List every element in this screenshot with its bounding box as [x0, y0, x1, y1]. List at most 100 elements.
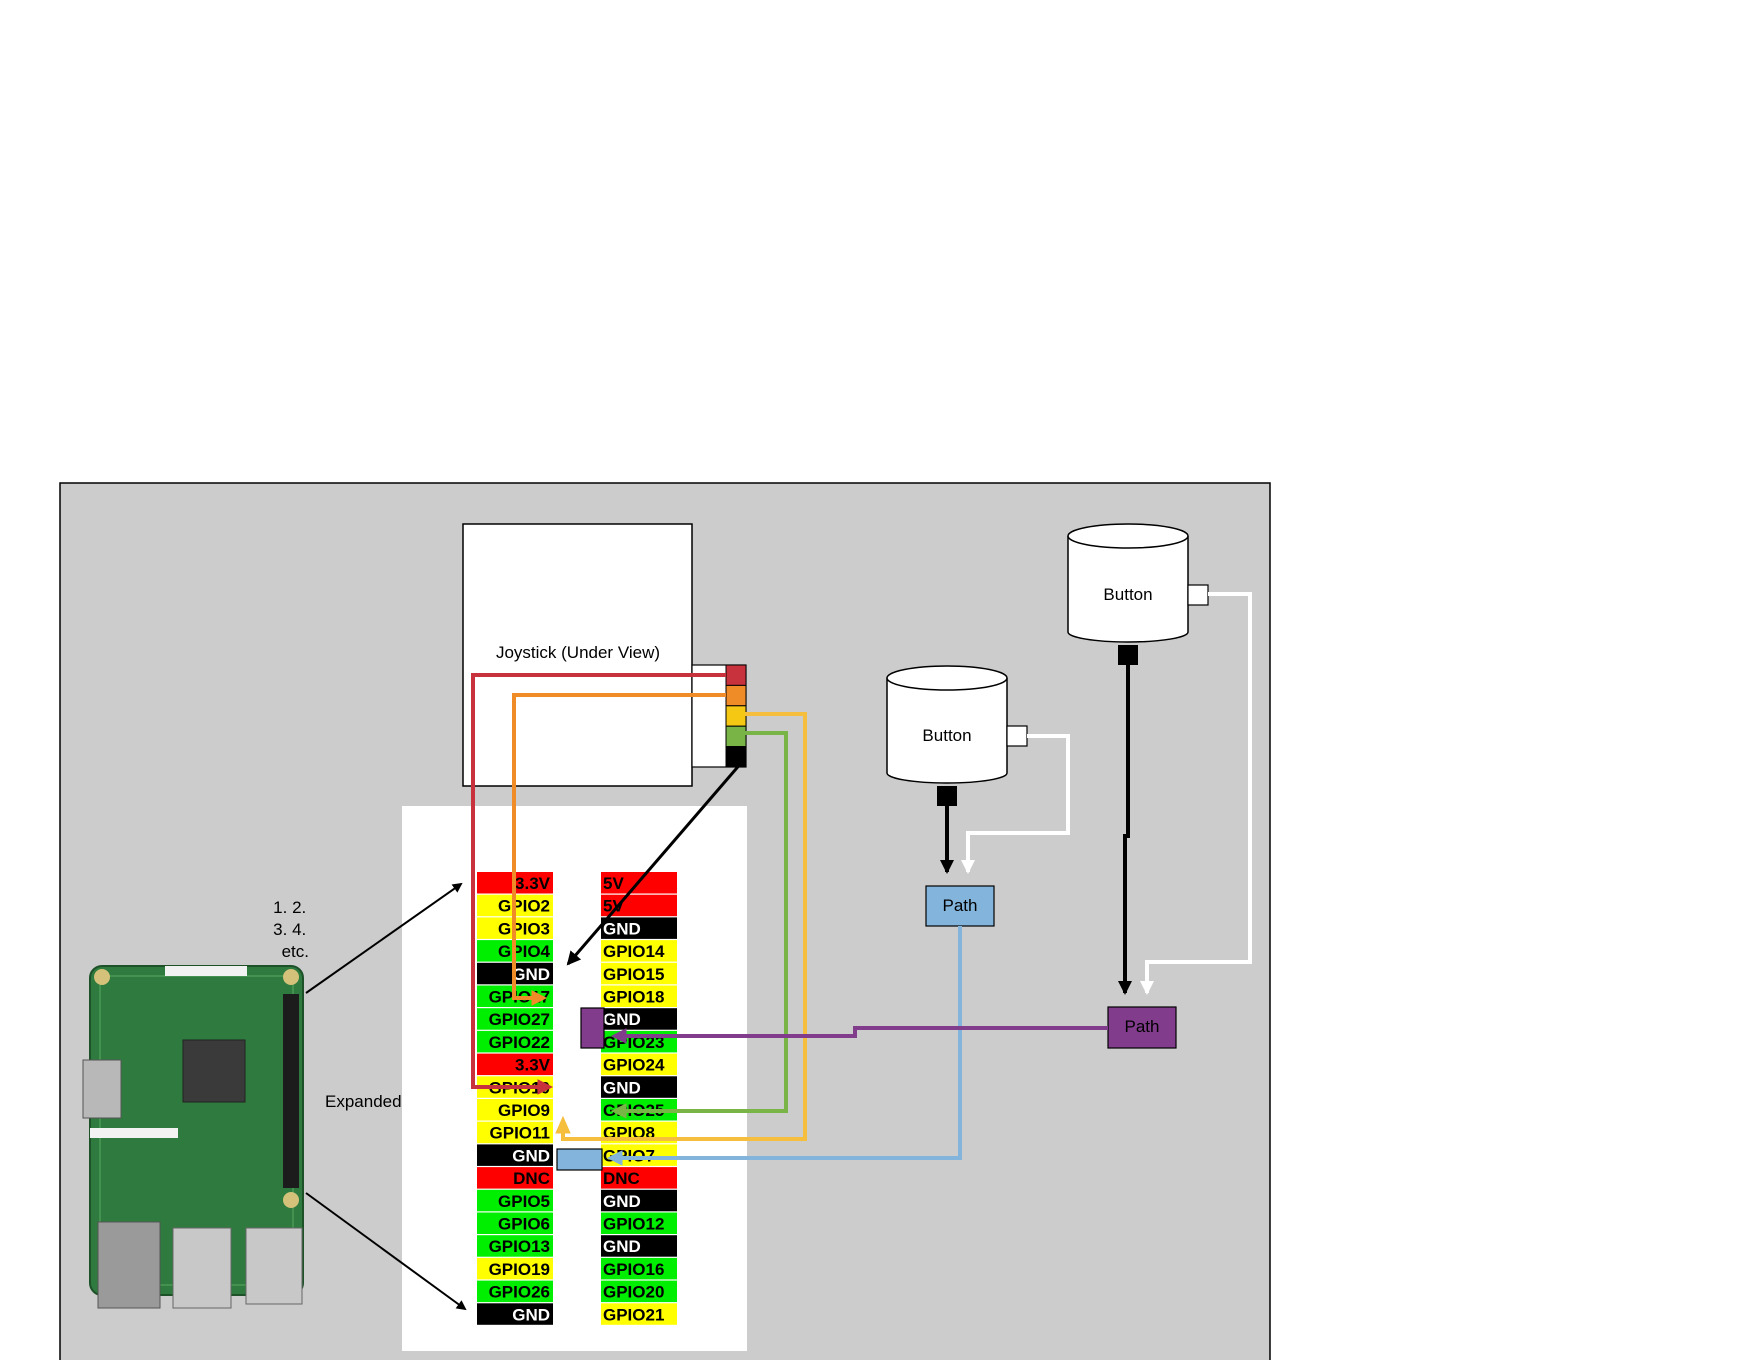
button-1-body [886, 678, 1008, 784]
blue-pad [556, 1148, 603, 1171]
pin-numbering-note-line-3: etc. [282, 942, 309, 961]
right-pin-4-bg [601, 940, 677, 962]
path-purple-box [1107, 1006, 1177, 1049]
left-pin-11-bg [477, 1099, 553, 1121]
gpio-left-column: 3.3VGPIO2GPIO3GPIO4GNDGPIO17GPIO27GPIO22… [477, 872, 553, 1325]
right-pin-16-label: GPIO12 [603, 1215, 664, 1234]
right-pin-15-label: GND [603, 1192, 641, 1211]
left-pin-20-bg [477, 1303, 553, 1325]
right-pin-16-bg [601, 1212, 677, 1234]
left-pin-16-bg [477, 1212, 553, 1234]
left-pin-17-bg [477, 1235, 553, 1257]
right-pin-3-bg [601, 917, 677, 939]
path-purple: Path [1107, 1006, 1177, 1049]
left-pin-11-label: GPIO9 [498, 1101, 550, 1120]
pi-soc-chip [182, 1039, 246, 1103]
right-pin-17-bg [601, 1235, 677, 1257]
button-2-bottom-pin [1118, 645, 1138, 665]
wire-blue-arrowhead [606, 1150, 623, 1166]
left-pin-8-label: GPIO22 [489, 1033, 550, 1052]
right-pin-7-label: GND [603, 1010, 641, 1029]
right-pin-5-label: GPIO15 [603, 965, 664, 984]
joystick-body [462, 523, 693, 787]
right-pin-10-bg [601, 1076, 677, 1098]
right-pin-17-label: GND [603, 1237, 641, 1256]
right-pin-1-label: 5V [603, 874, 624, 893]
wire-red [471, 673, 726, 1089]
right-pin-13-label: GPIO7 [603, 1146, 655, 1165]
right-pin-14-bg [601, 1167, 677, 1189]
path-purple-label: Path [1125, 1017, 1160, 1036]
left-pin-4-label: GPIO4 [498, 942, 551, 961]
pi-mount-hole-3 [283, 1192, 299, 1208]
pi-display-connector [165, 966, 247, 976]
right-pin-18-bg [601, 1257, 677, 1280]
purple-pad [580, 1007, 605, 1049]
right-pin-6-bg [601, 985, 677, 1007]
left-pin-19-label: GPIO26 [489, 1283, 550, 1302]
right-pin-6-label: GPIO18 [603, 988, 664, 1007]
right-pin-9-label: GPIO24 [603, 1056, 665, 1075]
path-blue-label: Path [943, 896, 978, 915]
path-blue: Path [925, 885, 995, 927]
pi-hdmi-port [82, 1059, 122, 1119]
wire-green-arrowhead [610, 1103, 627, 1119]
pi-camera-connector [90, 1128, 178, 1138]
wire-purple-arrowhead [610, 1028, 627, 1044]
joystick-pin-3 [725, 705, 747, 727]
button-1: Button [886, 665, 1028, 806]
wire-red-arrowhead [537, 1079, 554, 1095]
left-pin-9-label: 3.3V [515, 1056, 551, 1075]
wire-joystick-gnd [566, 761, 744, 966]
joystick-pin-5 [725, 746, 747, 768]
right-pin-20-bg [601, 1303, 677, 1325]
button-2-side-pin [1187, 584, 1209, 606]
right-pin-7-bg [601, 1008, 677, 1030]
button-2-top [1067, 523, 1189, 549]
left-pin-12-label: GPIO11 [490, 1124, 550, 1143]
button-1-top [886, 665, 1008, 691]
pi-gpio-strip [283, 994, 299, 1188]
right-pin-19-label: GPIO20 [603, 1283, 664, 1302]
left-pin-16-label: GPIO6 [498, 1215, 550, 1234]
right-pin-19-bg [601, 1280, 677, 1303]
right-pin-2-bg [601, 894, 677, 917]
wire-button-2-to-path [1118, 665, 1132, 995]
left-pin-1-label: 3.3V [515, 874, 551, 893]
pi-mount-hole-1 [94, 969, 110, 985]
right-pin-9-bg [601, 1053, 677, 1076]
left-pin-15-label: GPIO5 [498, 1192, 550, 1211]
left-pin-7-label: GPIO27 [489, 1010, 550, 1029]
button-2-label: Button [1103, 585, 1152, 604]
left-pin-9-bg [477, 1053, 553, 1076]
left-pin-7-bg [477, 1008, 553, 1030]
pin-numbering-note-line-1: 1. 2. [273, 898, 306, 917]
pi-usb-port-1 [172, 1227, 232, 1309]
expanded-label: Expanded [325, 1092, 402, 1111]
wire-blue [614, 926, 962, 1160]
expand-arrow-top [305, 882, 463, 994]
raspberry-pi-board [82, 965, 304, 1309]
joystick-label: Joystick (Under View) [496, 643, 660, 662]
pin-numbering-note-line-2: 3. 4. [273, 920, 306, 939]
left-pin-12-bg [477, 1121, 553, 1144]
left-pin-18-bg [477, 1257, 553, 1280]
button-2: Button [1067, 523, 1209, 665]
right-pin-18-label: GPIO16 [603, 1260, 664, 1279]
left-pin-19-bg [477, 1280, 553, 1303]
right-pin-4-label: GPIO14 [603, 942, 665, 961]
wire-orange-arrowhead [531, 990, 548, 1006]
button-2-body [1067, 536, 1189, 643]
right-pin-20-label: GPIO21 [603, 1305, 664, 1324]
wire-button-2-side-to-path [1140, 592, 1252, 995]
left-pin-18-label: GPIO19 [489, 1260, 550, 1279]
joystick-pin-4 [725, 725, 747, 748]
left-pin-5-label: GND [512, 965, 550, 984]
joystick-pin-2 [725, 684, 747, 707]
right-pin-5-bg [601, 962, 677, 985]
wires [471, 592, 1252, 1166]
left-pin-13-bg [477, 1144, 553, 1166]
left-pin-17-label: GPIO13 [489, 1237, 550, 1256]
right-pin-10-label: GND [603, 1078, 641, 1097]
